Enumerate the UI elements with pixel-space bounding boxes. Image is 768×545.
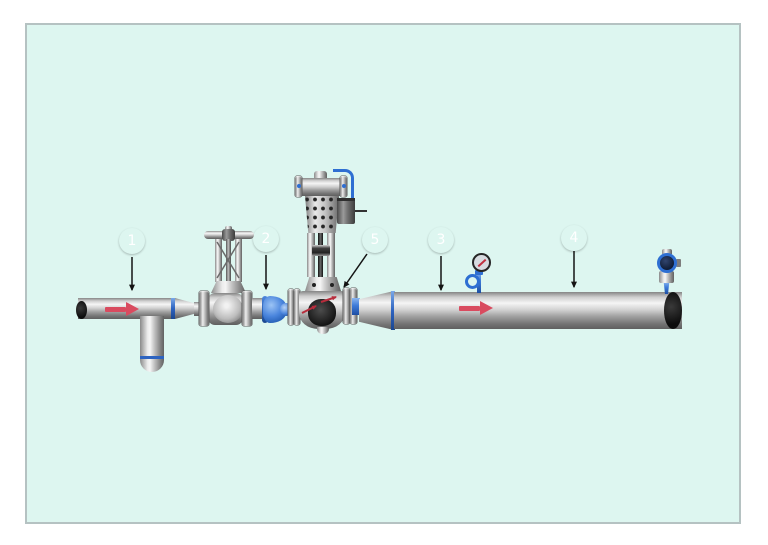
tee-branch-cap-ring (140, 356, 164, 359)
actuator-bolt-blue (297, 184, 301, 188)
tee-branch-pipe (140, 316, 164, 372)
expander-ring (391, 291, 395, 330)
positioner-side-line (355, 210, 367, 212)
callout-marker-3[interactable]: 3 (428, 227, 454, 253)
callout-label: 4 (569, 230, 579, 246)
actuator-bolt-blue (342, 184, 346, 188)
gate-valve-left-flange (199, 291, 209, 326)
actuator-spring-housing (304, 195, 340, 233)
actuator-air-tube (333, 169, 354, 200)
reducer-stub-pipe (194, 302, 202, 316)
flow-arrow-shaft (459, 305, 480, 311)
valve-flow-path-arrows (301, 296, 337, 314)
outlet-pipe (394, 292, 682, 329)
gauge-siphon-loop (465, 274, 480, 289)
gate-valve-right-flange (242, 291, 252, 326)
gate-valve-yoke-lattice (216, 241, 240, 279)
valve-positioner (337, 198, 355, 224)
pressure-gauge-icon (472, 253, 491, 272)
callout-marker-4[interactable]: 4 (561, 225, 587, 251)
control-valve-inlet-flange-a (288, 289, 294, 325)
gate-valve-wheel-hub (222, 229, 235, 241)
control-valve-inlet-flange-b (294, 289, 300, 325)
transmitter-stem (663, 282, 670, 294)
positioner-top-cap (337, 198, 355, 201)
inlet-reducer-ring (171, 298, 175, 319)
gate-valve-yoke-left-post (215, 239, 222, 282)
flow-arrow-head (480, 301, 493, 315)
gauge-nut (475, 270, 483, 275)
blue-nipple (352, 298, 360, 315)
outlet-pipe-opening (664, 292, 682, 329)
control-valve-bonnet (305, 277, 341, 291)
control-valve-outlet-flange-a (343, 288, 350, 324)
callout-label: 3 (436, 232, 446, 248)
inlet-reducer-cone (175, 298, 197, 319)
control-valve-bottom-cap (317, 327, 329, 334)
callout-marker-2[interactable]: 2 (253, 226, 279, 252)
gate-valve-yoke-right-post (235, 239, 242, 282)
bonnet-bolt (330, 283, 334, 287)
transmitter-side-port (676, 259, 681, 267)
transmitter-icon (657, 253, 677, 273)
actuator-yoke-left-plate (307, 233, 315, 277)
transmitter-body (659, 271, 674, 283)
flow-arrow-icon (105, 302, 139, 316)
gate-valve-bonnet (211, 281, 246, 293)
flow-arrow-shaft (105, 306, 126, 312)
actuator-top-cap (314, 171, 327, 179)
callout-label: 5 (370, 232, 380, 248)
actuator-yoke-right-plate (327, 233, 335, 277)
callout-label: 2 (261, 231, 271, 247)
actuator-diaphragm-drum (298, 178, 344, 196)
callout-leader-arrows (129, 251, 577, 292)
callout-marker-1[interactable]: 1 (119, 228, 145, 254)
gate-valve-body-bulge (213, 295, 243, 323)
flow-arrow-icon (459, 301, 493, 315)
control-valve-internals (308, 299, 336, 326)
stem-connector-block (312, 245, 330, 256)
transmitter-top-cap (662, 249, 672, 254)
inlet-pipe-opening (76, 301, 87, 319)
callout-label: 1 (127, 233, 137, 249)
flow-arrow-head (126, 302, 139, 316)
diagram-panel (25, 23, 741, 524)
callout-marker-5[interactable]: 5 (362, 227, 388, 253)
bonnet-bolt (312, 283, 316, 287)
blue-reducer-fitting (263, 296, 286, 323)
